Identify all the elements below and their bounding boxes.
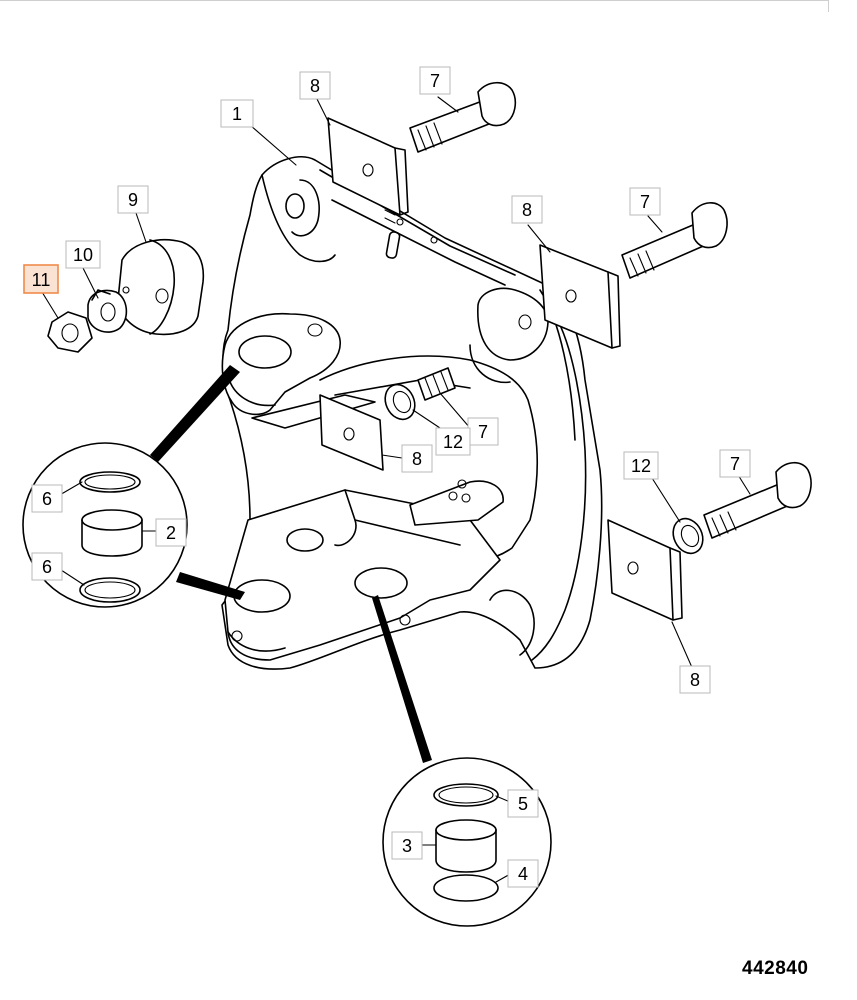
bolt-top bbox=[409, 81, 517, 153]
svg-text:6: 6 bbox=[42, 489, 52, 509]
shim-plate-lower-right bbox=[607, 519, 683, 621]
callout-2[interactable]: 2 bbox=[155, 518, 187, 547]
svg-text:12: 12 bbox=[443, 432, 463, 452]
callout-8-lower-right[interactable]: 8 bbox=[679, 665, 711, 694]
svg-text:1: 1 bbox=[232, 104, 242, 124]
drawing-reference-number: 442840 bbox=[742, 958, 809, 979]
callout-12-center[interactable]: 12 bbox=[435, 427, 471, 456]
svg-text:7: 7 bbox=[730, 454, 740, 474]
svg-text:8: 8 bbox=[412, 449, 422, 469]
callout-10[interactable]: 10 bbox=[65, 240, 101, 269]
detail-circle-bottom bbox=[372, 595, 552, 927]
svg-text:7: 7 bbox=[430, 71, 440, 91]
callout-7-lower-right[interactable]: 7 bbox=[719, 449, 751, 478]
callout-7-upper-right[interactable]: 7 bbox=[629, 187, 661, 216]
svg-text:12: 12 bbox=[631, 456, 651, 476]
bolt-lower-right bbox=[703, 461, 812, 539]
svg-text:8: 8 bbox=[690, 670, 700, 690]
detail-circle-left bbox=[22, 365, 245, 608]
hex-nut bbox=[47, 311, 93, 353]
svg-text:4: 4 bbox=[518, 864, 528, 884]
callout-4[interactable]: 4 bbox=[507, 859, 539, 888]
tab-washer bbox=[87, 289, 128, 333]
spacer-center bbox=[384, 383, 416, 421]
svg-text:7: 7 bbox=[640, 192, 650, 212]
callout-3[interactable]: 3 bbox=[391, 831, 423, 860]
spacer-right bbox=[672, 517, 704, 555]
callout-8-top[interactable]: 8 bbox=[299, 71, 331, 100]
callout-5[interactable]: 5 bbox=[507, 789, 539, 818]
svg-text:6: 6 bbox=[42, 557, 52, 577]
callout-12-right[interactable]: 12 bbox=[623, 451, 659, 480]
svg-text:7: 7 bbox=[478, 422, 488, 442]
svg-text:11: 11 bbox=[32, 270, 51, 290]
svg-text:8: 8 bbox=[310, 76, 320, 96]
frame-top-border bbox=[0, 0, 828, 1]
shim-plate-upper-right bbox=[539, 244, 621, 349]
callout-6-top[interactable]: 6 bbox=[31, 484, 63, 513]
svg-text:10: 10 bbox=[73, 245, 93, 265]
callout-6-bottom[interactable]: 6 bbox=[31, 552, 63, 581]
shim-plate-center bbox=[319, 394, 384, 471]
svg-text:5: 5 bbox=[518, 794, 528, 814]
bolt-upper-right bbox=[621, 202, 728, 279]
bolt-center bbox=[417, 367, 456, 401]
callout-11[interactable]: 11 bbox=[23, 264, 59, 294]
end-cap bbox=[117, 238, 205, 336]
frame-right-border bbox=[828, 0, 829, 12]
callout-7-top[interactable]: 7 bbox=[419, 66, 451, 95]
callout-8-center[interactable]: 8 bbox=[401, 444, 433, 473]
svg-text:3: 3 bbox=[402, 836, 412, 856]
callout-9[interactable]: 9 bbox=[117, 185, 149, 214]
shim-plate-top bbox=[327, 117, 409, 216]
svg-text:9: 9 bbox=[128, 190, 138, 210]
callout-8-upper-right[interactable]: 8 bbox=[511, 195, 543, 224]
callout-1[interactable]: 1 bbox=[220, 99, 254, 128]
svg-text:8: 8 bbox=[522, 200, 532, 220]
svg-text:2: 2 bbox=[166, 523, 176, 543]
callout-7-center[interactable]: 7 bbox=[467, 417, 499, 446]
